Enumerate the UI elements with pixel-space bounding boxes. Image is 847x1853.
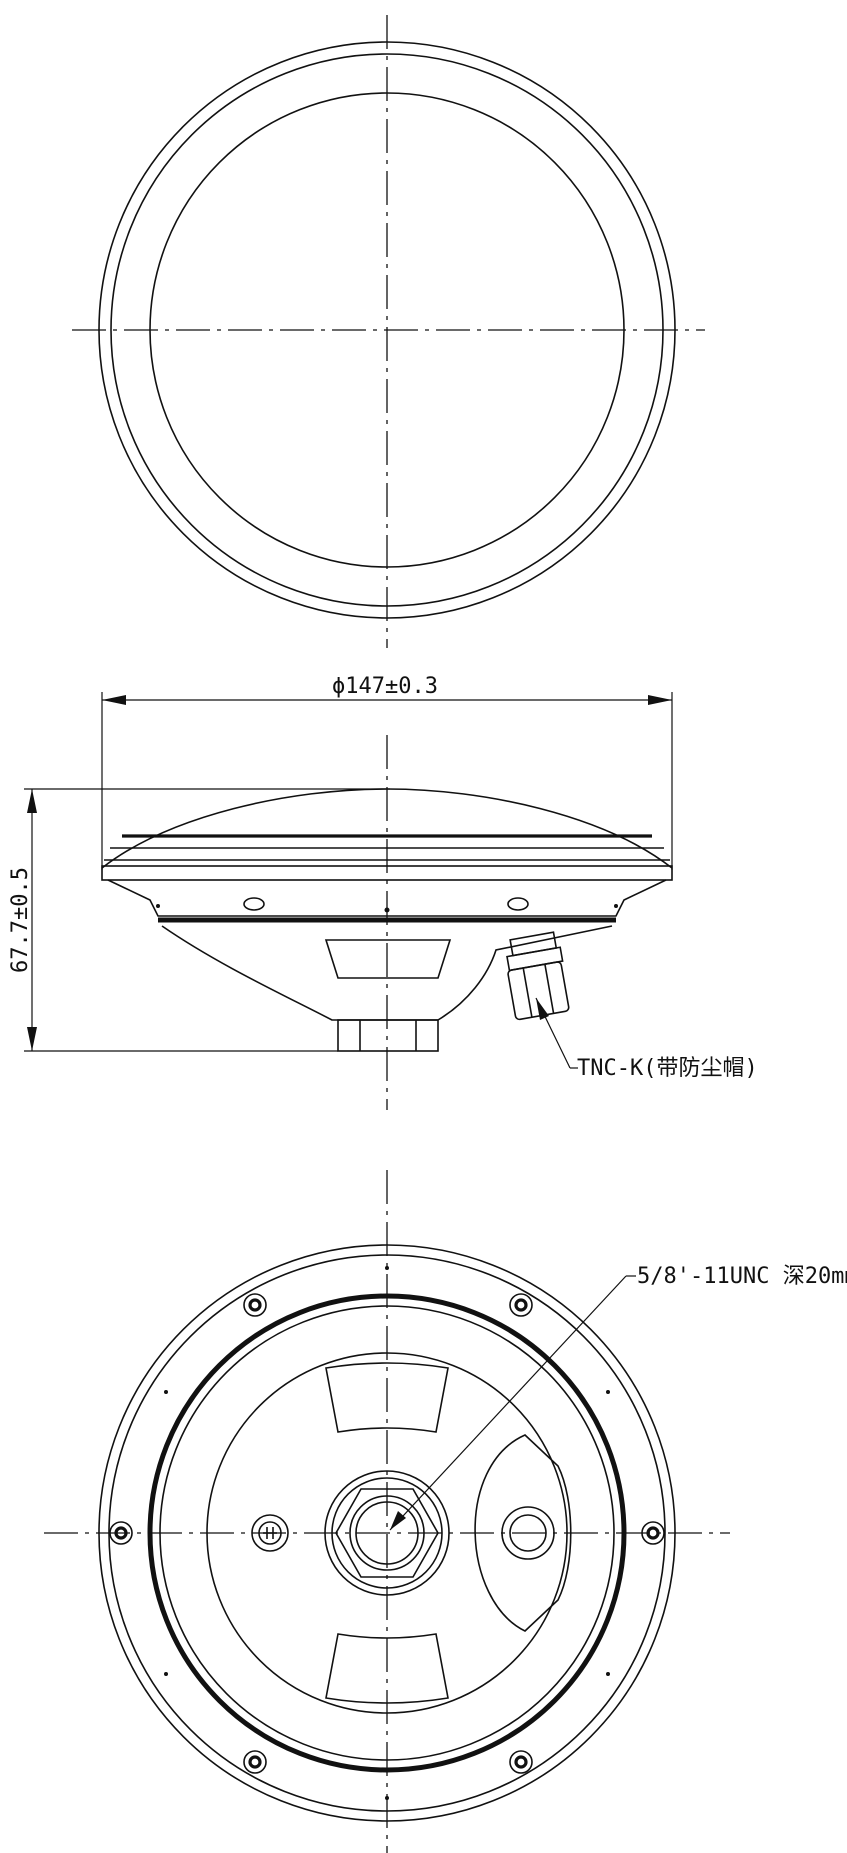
mounting-screw-bottom-right <box>509 1750 533 1774</box>
rim-dots <box>164 1266 610 1800</box>
base-body <box>161 925 613 1021</box>
diameter-arrow-left <box>102 695 126 705</box>
thread-leader-arrow <box>390 1511 406 1530</box>
height-arrow-top <box>27 789 37 813</box>
side-screw-hole-right <box>507 897 529 911</box>
tnc-connector-nut <box>506 946 564 972</box>
tnc-connector-body <box>507 961 570 1021</box>
base-window-top <box>325 1362 449 1433</box>
mounting-screw-top-left <box>243 1293 267 1317</box>
tnc-connector-flat-left <box>522 967 533 1018</box>
side-edge-dot-left <box>156 904 160 908</box>
rim-dot <box>385 1266 389 1270</box>
side-view: ϕ147±0.3 67.7±0.5 <box>8 674 758 1110</box>
tnc-connector <box>506 931 570 1021</box>
mount-nut <box>337 1019 439 1052</box>
tnc-connector-flat-right <box>544 964 555 1014</box>
bottom-view: 5/8'-11UNC 深20mm <box>44 1170 847 1853</box>
rim-dot <box>164 1390 168 1394</box>
diameter-label: ϕ147±0.3 <box>332 674 438 699</box>
mounting-screw-top-right <box>509 1293 533 1317</box>
thread-leader <box>389 1275 627 1531</box>
mounting-screw-bottom-left <box>243 1750 267 1774</box>
base-window-bottom <box>325 1633 449 1704</box>
side-screw-hole-left <box>243 897 265 911</box>
top-view <box>72 15 705 648</box>
height-label: 67.7±0.5 <box>8 867 33 973</box>
height-arrow-bottom <box>27 1027 37 1051</box>
diameter-arrow-right <box>648 695 672 705</box>
side-edge-dot-right <box>614 904 618 908</box>
rim-dot <box>606 1390 610 1394</box>
connector-label: TNC-K(带防尘帽) <box>577 1056 758 1081</box>
connector-recess <box>474 1434 572 1632</box>
connector-leader-arrow <box>536 998 549 1020</box>
base-recess <box>324 939 452 979</box>
rim-dot <box>164 1672 168 1676</box>
thread-label: 5/8'-11UNC 深20mm <box>637 1264 847 1289</box>
rim-dot <box>606 1672 610 1676</box>
